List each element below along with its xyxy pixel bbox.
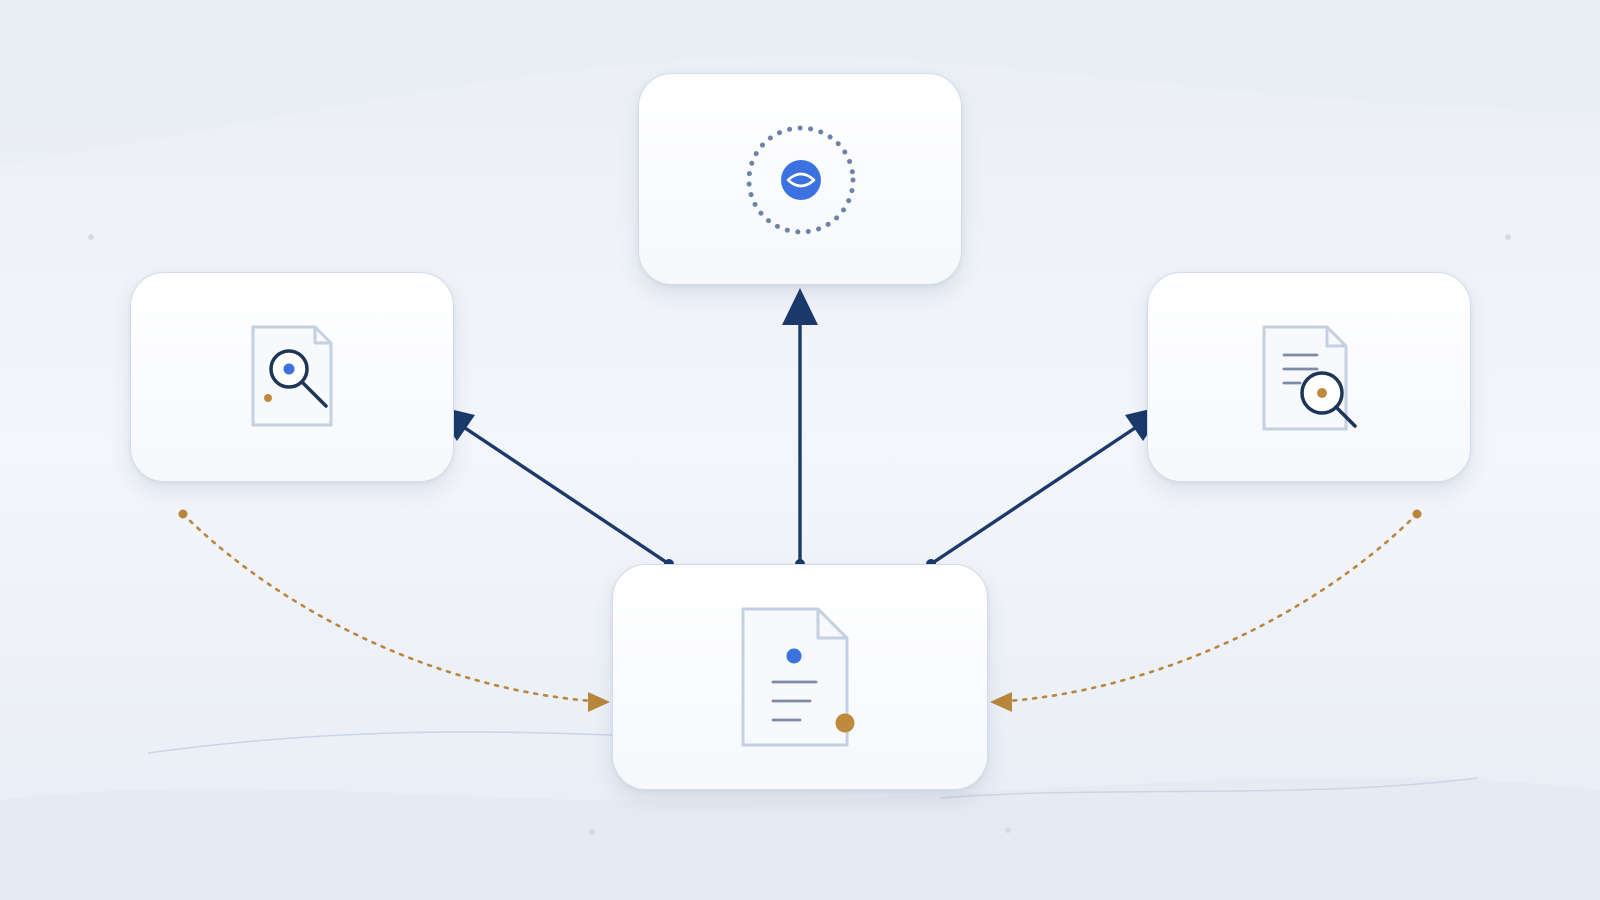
document-search-icon [251,325,333,427]
arrowhead-icon [588,692,610,712]
arrowhead-icon [990,692,1012,712]
node-document-review[interactable] [1147,272,1471,482]
node-document[interactable] [612,564,988,790]
arrowhead-icon [782,288,818,325]
edge-review-to-document-feedback [990,509,1422,712]
node-observer[interactable] [638,73,962,285]
document-review-icon [1262,325,1357,431]
edge-search-to-document-feedback [178,509,610,712]
edge-document-to-review [926,405,1167,569]
eye-icon [746,125,856,235]
document-icon [741,607,855,747]
edge-document-to-observer [782,288,818,569]
edge-document-to-search [433,405,674,569]
node-document-search[interactable] [130,272,454,482]
